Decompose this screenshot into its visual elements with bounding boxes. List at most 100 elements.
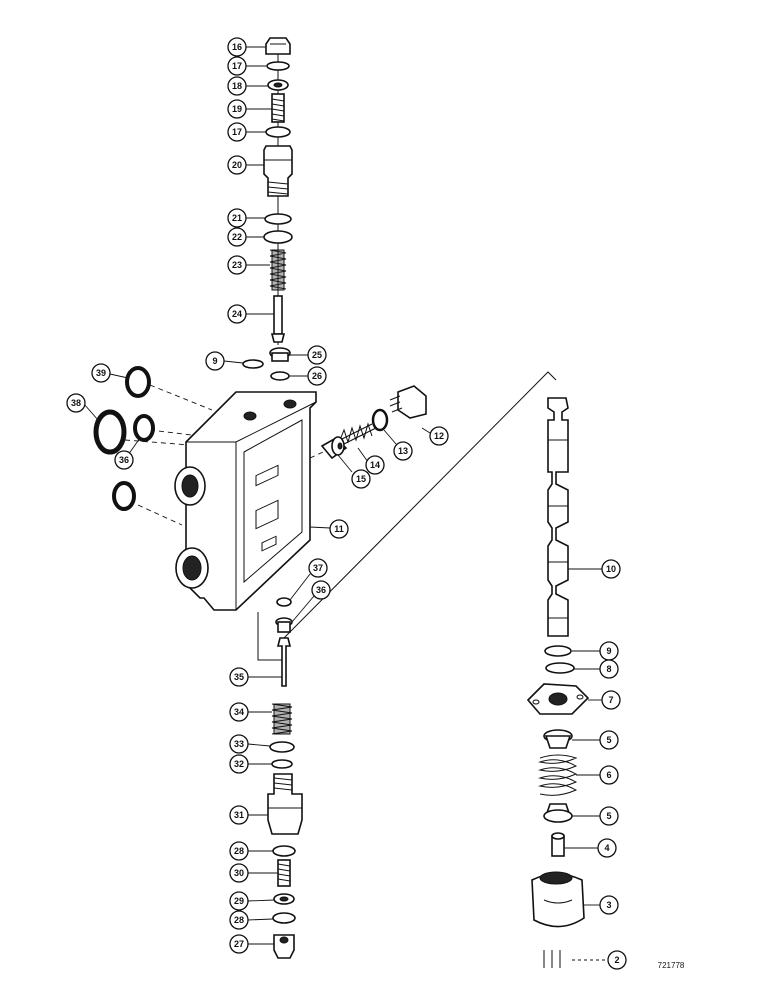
cap-nut-27 — [273, 934, 295, 959]
callout-30: 30 — [229, 863, 249, 883]
svg-text:5: 5 — [606, 811, 611, 821]
seat-36 — [275, 617, 293, 633]
spool-10 — [547, 397, 569, 637]
svg-text:22: 22 — [232, 232, 242, 242]
o-ring-38 — [93, 409, 127, 455]
callout-18: 18 — [227, 76, 247, 96]
callout-20: 20 — [227, 155, 247, 175]
callout-39: 39 — [91, 363, 111, 383]
svg-text:4: 4 — [604, 843, 609, 853]
svg-text:17: 17 — [232, 61, 242, 71]
nut-18-hole — [273, 82, 283, 88]
svg-text:21: 21 — [232, 213, 242, 223]
cap-nut-16 — [265, 37, 291, 55]
backup-ring-33 — [269, 741, 295, 753]
svg-text:38: 38 — [71, 398, 81, 408]
svg-text:10: 10 — [606, 564, 616, 574]
svg-text:16: 16 — [232, 42, 242, 52]
svg-text:20: 20 — [232, 160, 242, 170]
o-ring-9-upper — [242, 359, 264, 369]
callout-12: 12 — [429, 426, 449, 446]
adjusting-screw-19 — [271, 93, 285, 123]
svg-text:5: 5 — [606, 735, 611, 745]
callout-34: 34 — [229, 702, 249, 722]
spring-23 — [269, 249, 287, 291]
dashed-line-39 — [149, 384, 213, 411]
o-ring-9-lower — [544, 645, 572, 657]
callout-24: 24 — [227, 304, 247, 324]
plug-12 — [389, 385, 427, 419]
callout-36: 36 — [311, 580, 331, 600]
plate-7 — [526, 683, 590, 715]
svg-text:24: 24 — [232, 309, 242, 319]
seat-25 — [269, 347, 291, 362]
svg-text:32: 32 — [234, 759, 244, 769]
callout-36-side: 36 — [114, 450, 134, 470]
poppet-35 — [276, 637, 292, 687]
callout-22: 22 — [227, 227, 247, 247]
svg-text:29: 29 — [234, 896, 244, 906]
cap-3 — [531, 871, 585, 928]
callout-27: 27 — [229, 934, 249, 954]
callout-9-lower: 9 — [599, 641, 619, 661]
backup-ring-22 — [263, 230, 293, 244]
callout-28-upper: 28 — [229, 841, 249, 861]
svg-text:9: 9 — [606, 646, 611, 656]
o-ring-13 — [371, 408, 389, 432]
svg-text:30: 30 — [234, 868, 244, 878]
svg-text:2: 2 — [614, 955, 619, 965]
callout-5-lower: 5 — [599, 806, 619, 826]
lower-bracket-line — [257, 612, 282, 661]
callout-8: 8 — [599, 659, 619, 679]
callout-37: 37 — [308, 558, 328, 578]
svg-text:6: 6 — [606, 770, 611, 780]
callout-29: 29 — [229, 891, 249, 911]
callout-4: 4 — [597, 838, 617, 858]
plug-20 — [263, 145, 293, 197]
svg-text:15: 15 — [356, 474, 366, 484]
drawing-reference-number: 721778 — [658, 961, 685, 970]
svg-text:19: 19 — [232, 104, 242, 114]
spring-14 — [339, 422, 377, 445]
washer-17-lower — [265, 126, 291, 138]
svg-text:9: 9 — [212, 356, 217, 366]
callout-23: 23 — [227, 255, 247, 275]
o-ring-39 — [125, 366, 151, 398]
o-ring-26 — [270, 371, 290, 381]
washer-28-upper — [272, 845, 296, 857]
bolt-4 — [551, 832, 565, 857]
callout-15: 15 — [351, 469, 371, 489]
adjusting-screw-30 — [277, 859, 291, 887]
plug-31 — [267, 773, 303, 835]
svg-text:11: 11 — [334, 524, 344, 534]
callout-21: 21 — [227, 208, 247, 228]
washer-8 — [545, 662, 575, 674]
svg-text:17: 17 — [232, 127, 242, 137]
poppet-24 — [270, 295, 286, 343]
svg-text:28: 28 — [234, 915, 244, 925]
callout-33: 33 — [229, 734, 249, 754]
callout-11: 11 — [329, 519, 349, 539]
svg-text:8: 8 — [606, 664, 611, 674]
washer-17-upper — [266, 61, 290, 71]
callout-17: 17 — [227, 56, 247, 76]
svg-text:23: 23 — [232, 260, 242, 270]
callout-25: 25 — [307, 345, 327, 365]
nut-29-hole — [279, 896, 289, 902]
svg-text:25: 25 — [312, 350, 322, 360]
callout-2: 2 — [607, 950, 627, 970]
retainer-5-lower — [543, 803, 573, 823]
callout-3: 3 — [599, 895, 619, 915]
retainer-5-upper — [543, 729, 573, 749]
callout-7: 7 — [601, 690, 621, 710]
o-ring-37 — [276, 597, 292, 607]
item-2 — [543, 950, 561, 968]
callout-28-lower: 28 — [229, 910, 249, 930]
svg-text:31: 31 — [234, 810, 244, 820]
svg-text:39: 39 — [96, 368, 106, 378]
svg-text:13: 13 — [398, 446, 408, 456]
o-ring-32 — [271, 759, 293, 769]
callout-5-upper: 5 — [599, 730, 619, 750]
svg-text:33: 33 — [234, 739, 244, 749]
spool-alignment-line — [281, 371, 557, 641]
